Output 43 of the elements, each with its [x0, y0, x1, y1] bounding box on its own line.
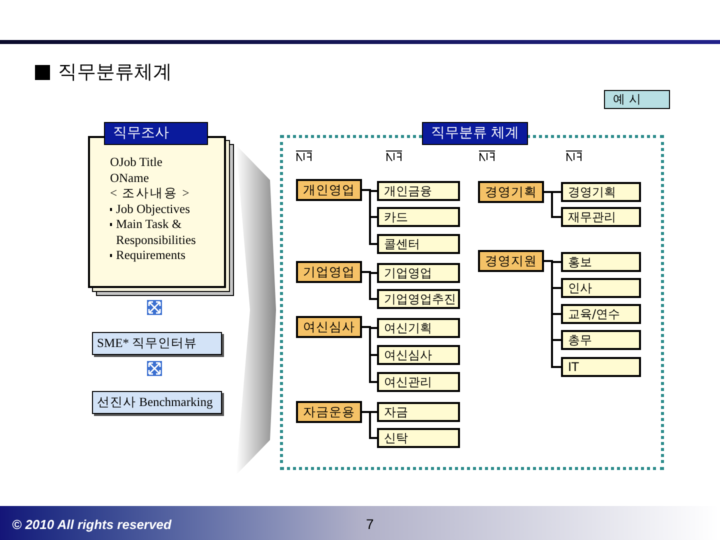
group-box: 여신심사	[296, 316, 362, 338]
group-box: 자금운용	[296, 401, 362, 423]
connector-line	[362, 326, 377, 383]
item-box: 재무관리	[561, 207, 641, 227]
list-text: Requirements	[116, 248, 186, 264]
item-box: 여신기획	[377, 318, 460, 338]
list-text: Job Objectives	[116, 202, 190, 217]
group-box: 경영기획	[478, 181, 544, 203]
process-box: SME* 직무인터뷰	[92, 332, 222, 355]
item-box: 기업영업	[377, 263, 460, 283]
item-box: 신탁	[377, 428, 460, 448]
page-number: 7	[366, 515, 374, 534]
list-text: OJob Title	[110, 155, 162, 170]
item-box: 홍보	[561, 252, 641, 272]
item-box: 콜센터	[377, 234, 460, 254]
heading-tab: 직무조사	[104, 122, 208, 145]
group-box: 개인영업	[296, 179, 362, 201]
connector-line	[362, 189, 377, 245]
page-title: 직무분류체계	[58, 60, 172, 85]
list-text: OName	[110, 170, 149, 186]
item-box: 인사	[561, 278, 641, 298]
dotted-frame	[280, 122, 664, 470]
connector-line	[362, 271, 377, 300]
list-text: Main Task & Responsibilities	[116, 217, 197, 248]
group-box: 기업영업	[296, 261, 362, 283]
group-box: 경영지원	[478, 250, 544, 272]
item-box: 총무	[561, 330, 641, 350]
connector-line	[362, 411, 377, 439]
item-box: 기업영업추진	[377, 289, 460, 309]
copyright-text: © 2010 All rights reserved	[12, 516, 172, 534]
example-tag: 예 시	[604, 90, 670, 109]
list-text: < 조사내용 >	[110, 186, 190, 202]
item-box: 카드	[377, 207, 460, 227]
heading-tab: 직무분류 체계	[422, 122, 528, 145]
item-box: 여신심사	[377, 345, 460, 365]
item-box: 교육/연수	[561, 304, 641, 324]
connector-line	[544, 191, 561, 218]
item-box: IT	[561, 357, 641, 377]
item-box: 경영기획	[561, 182, 641, 202]
item-box: 개인금융	[377, 181, 460, 201]
item-box: 여신관리	[377, 372, 460, 392]
item-box: 자금	[377, 402, 460, 422]
process-box: 선진사 Benchmarking	[92, 391, 222, 414]
